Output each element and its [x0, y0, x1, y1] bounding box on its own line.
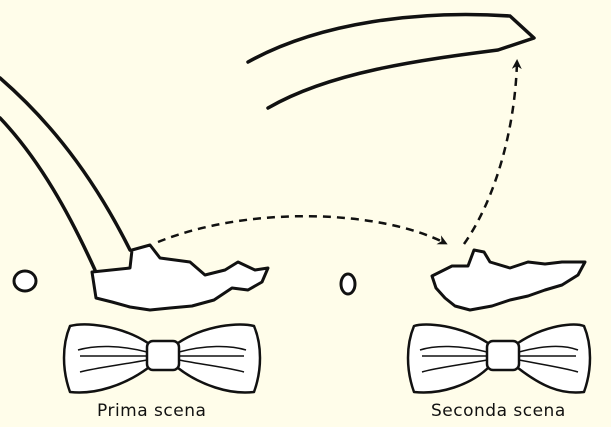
second-scene-cloud-blob: [430, 248, 587, 312]
first-scene-caption: Prima scena: [97, 401, 207, 421]
first-scene-bowtie: [62, 323, 262, 394]
second-scene-raised-boom: [246, 12, 536, 110]
second-scene-bowtie: [406, 323, 592, 394]
first-scene-cloud-blob: [90, 243, 270, 312]
transfer-arrow: [157, 215, 448, 245]
second-scene-small-oval: [339, 272, 357, 296]
first-scene-boom: [0, 76, 132, 272]
second-scene-caption: Seconda scena: [431, 401, 566, 421]
lift-arrow: [462, 59, 522, 245]
first-scene-small-oval: [12, 269, 38, 293]
